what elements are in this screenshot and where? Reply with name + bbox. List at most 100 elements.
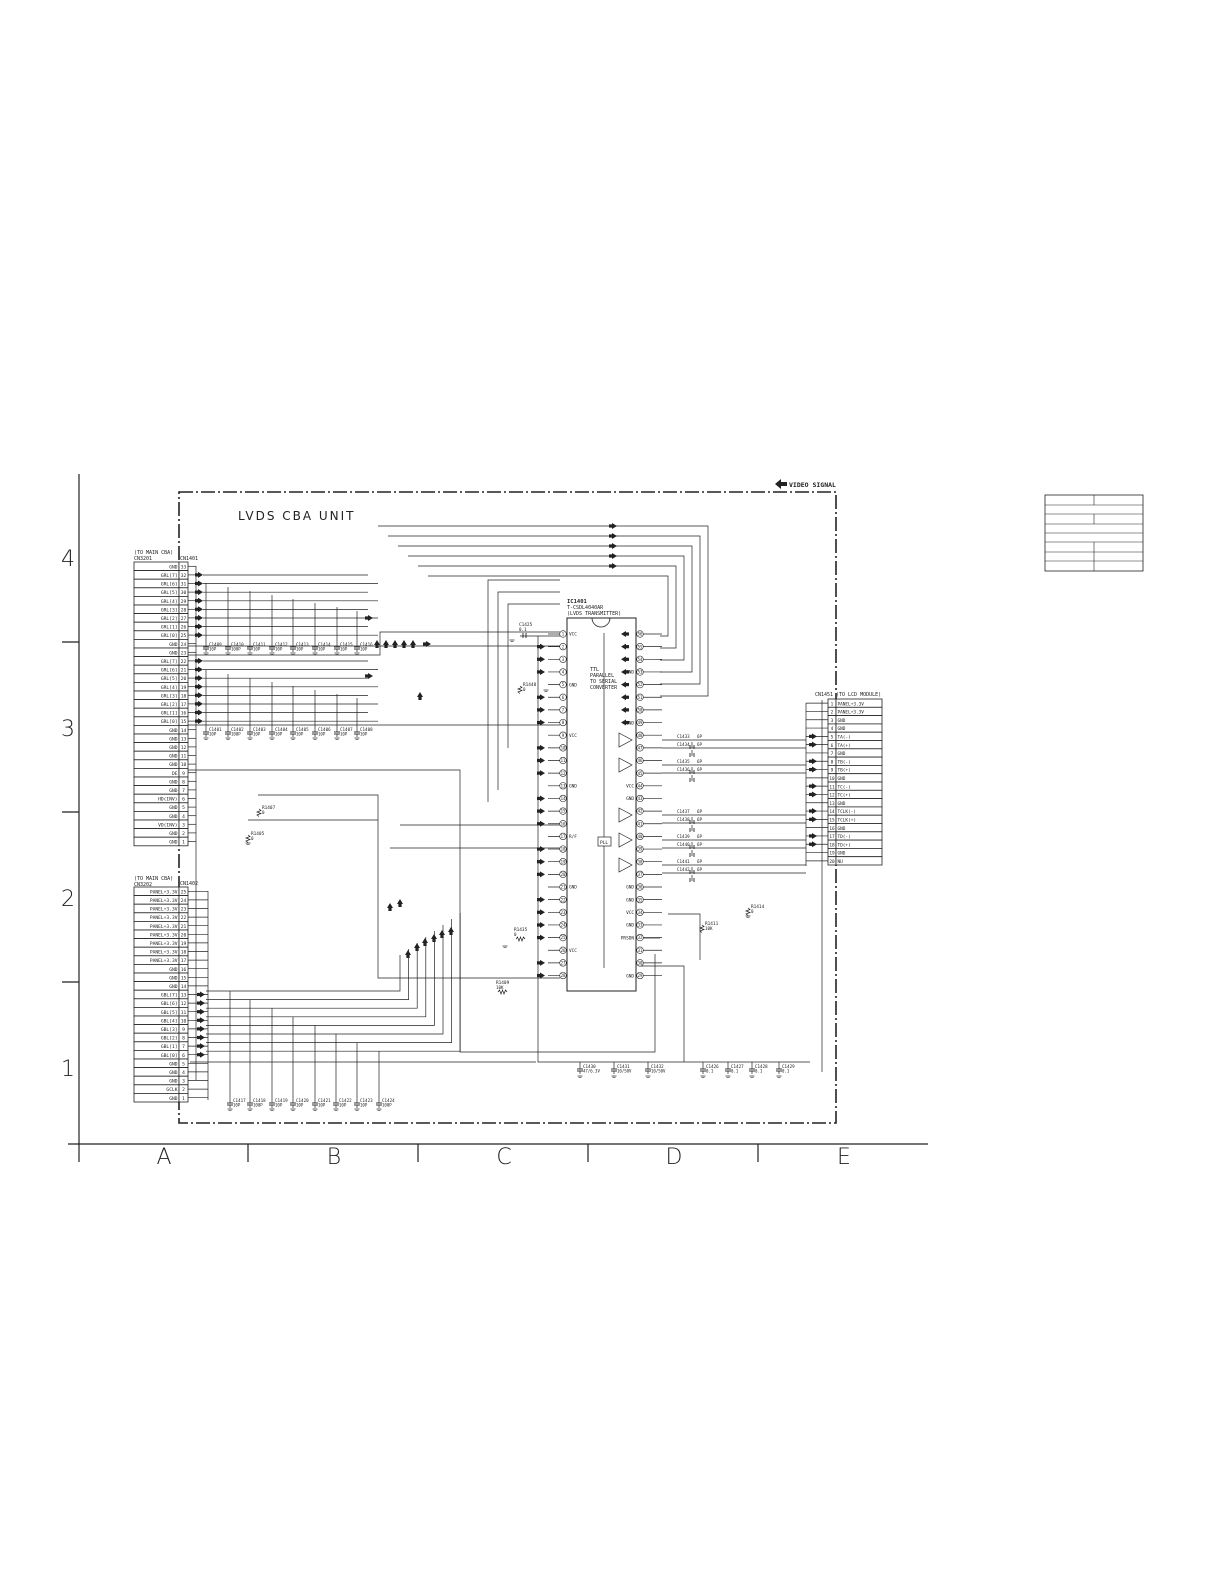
ic1401	[566, 617, 637, 992]
pll-label: PLL	[600, 840, 608, 846]
ic-input-arrow-icon	[540, 871, 545, 878]
ic-left-pin	[559, 971, 567, 980]
cn1402-pin-signal: PANEL+3.3V	[150, 889, 178, 895]
gbl-signal-arrow-icon	[200, 1008, 205, 1015]
ic-output-arrow-icon-tail	[626, 720, 629, 725]
top-bus-arrow-icon-tail	[609, 544, 612, 548]
ic-output-arrow-icon	[621, 694, 626, 701]
grl-signal-arrow-icon	[198, 657, 203, 664]
grl-signal-arrow-icon	[198, 675, 203, 682]
cn1401-pin-number: 4	[182, 814, 185, 820]
cn1401-pin-signal: GND	[169, 650, 178, 656]
resistor-ref: R1409	[496, 980, 510, 986]
grl-signal-arrow-icon	[198, 623, 203, 630]
ic-right-pin	[636, 820, 644, 828]
cn1402-pin-number: 23	[181, 907, 187, 913]
cn1451-note: (TO LCD MODULE)	[836, 692, 881, 698]
capacitor-value: 10/50V	[651, 1069, 666, 1074]
gbl-bus-wire	[206, 949, 409, 1000]
ic-input-arrow-icon-tail	[537, 708, 540, 712]
cn1402-note2: CN3202	[134, 882, 152, 888]
unit-boundary	[178, 491, 837, 1124]
lvds-driver-icon	[618, 832, 633, 848]
grl-signal-arrow-icon-tail	[195, 599, 198, 603]
grl-signal-arrow-icon-tail	[195, 693, 198, 697]
cn1402-pin-signal: PANEL+3.3V	[150, 941, 178, 947]
ic-right-pin-number: 40	[638, 834, 643, 839]
lvds-output-arrow-icon-tail	[809, 809, 812, 813]
ic-left-pin-number: 23	[561, 910, 566, 915]
output-capacitor-value: 6P	[697, 834, 703, 839]
capacitor-value: 0.1	[755, 1069, 763, 1074]
ic-left-pin	[559, 655, 567, 663]
ic-right-pin-number: 50	[638, 708, 643, 713]
ic-left-pin	[559, 908, 567, 916]
signal-wiring	[180, 525, 823, 1072]
c1425-ref: C1425	[519, 622, 533, 628]
cn1451-pin-number: 18	[829, 842, 835, 848]
ic-left-pin	[559, 782, 567, 790]
capacitor-ref: C1426	[706, 1064, 719, 1069]
ic-left-pin-number: 11	[561, 758, 566, 763]
unit-title: LVDS CBA UNIT	[238, 509, 356, 523]
cn1401-pin-signal: GRL[2]	[161, 616, 178, 622]
ic-input-arrow-icon-tail	[537, 670, 540, 674]
cn1402-pin-number: 24	[181, 898, 187, 904]
ic-left-pin	[559, 630, 567, 638]
output-capacitor-value: 6P	[697, 842, 703, 847]
capacitor-ref: C1422	[339, 1098, 352, 1103]
ic-left-pin-number: 21	[561, 885, 566, 890]
cn1451-pin-number: 8	[831, 759, 834, 765]
cn1401-note2: CN3201	[134, 556, 152, 562]
capacitor-value: 100P	[231, 647, 241, 652]
capacitor-ref: C1403	[253, 727, 266, 732]
top-bus-arrow-icon-tail	[609, 524, 612, 528]
cn1402-pin-number: 5	[182, 1061, 185, 1067]
ic-right-pin-name: GND	[626, 973, 634, 979]
cn1401-pin-number: 12	[181, 745, 187, 751]
resistor-value: 0	[262, 810, 265, 815]
ic-right-pin-name: VCC	[626, 784, 634, 790]
ic-output-arrow-icon-tail	[626, 708, 629, 712]
ic-right-pin-number: 31	[638, 948, 643, 953]
cn1401-pin-number: 18	[181, 693, 187, 699]
capacitor-value: 100P	[253, 1103, 263, 1108]
capacitor-value: 10P	[296, 732, 304, 737]
ic-input-arrow-icon-tail	[537, 771, 540, 775]
resistor-ref: R1414	[751, 904, 765, 910]
ic-output-arrow-icon	[621, 631, 626, 637]
grl-signal-arrow-icon-tail	[195, 624, 198, 629]
grid-row-3: 3	[61, 717, 75, 742]
ic-left-pin	[559, 807, 567, 815]
output-capacitor-value: 6P	[697, 817, 703, 822]
ic-output-arrow-icon-tail	[626, 657, 629, 661]
bus-arrow-icon	[374, 640, 380, 645]
grl-signal-arrow-icon	[198, 718, 203, 725]
gbl-signal-arrow-icon-tail	[197, 1018, 200, 1022]
cn1401-pin-signal: GND	[169, 754, 178, 760]
cn1402-pin-number: 22	[181, 915, 187, 921]
ic-input-arrow-icon	[540, 846, 545, 853]
resistor-icon	[699, 924, 705, 933]
ic-left-pin	[559, 921, 567, 929]
cn1402-pin-signal: GBL[4]	[161, 1018, 178, 1024]
ic-left-pin-number: 25	[561, 935, 566, 940]
ic1401-part: T-CSDL4040AR	[567, 605, 604, 611]
top-bus-arrow-icon	[612, 563, 617, 569]
ic-block-line3: TO SERIAL	[590, 679, 617, 685]
output-capacitor-ref: C1436	[677, 767, 690, 772]
lvds-output-arrow-icon	[812, 791, 817, 798]
lvds-driver-icon	[618, 732, 633, 748]
output-capacitor-ref: C1438	[677, 817, 690, 822]
capacitor-ref: C1412	[275, 642, 288, 647]
cn1451-pin-number: 7	[831, 751, 834, 757]
cn1401-pin-number: 8	[182, 779, 185, 785]
cn1451-pin-signal-cell	[835, 856, 883, 866]
ic-left-pin-number: 18	[561, 847, 566, 852]
ic-left-pin-number: 14	[561, 796, 566, 801]
bus-arrow-icon-tail	[384, 645, 388, 648]
grl-signal-arrow-icon	[198, 709, 203, 716]
ic-left-pin-name: GND	[569, 682, 577, 688]
ic-left-pin	[559, 769, 567, 777]
